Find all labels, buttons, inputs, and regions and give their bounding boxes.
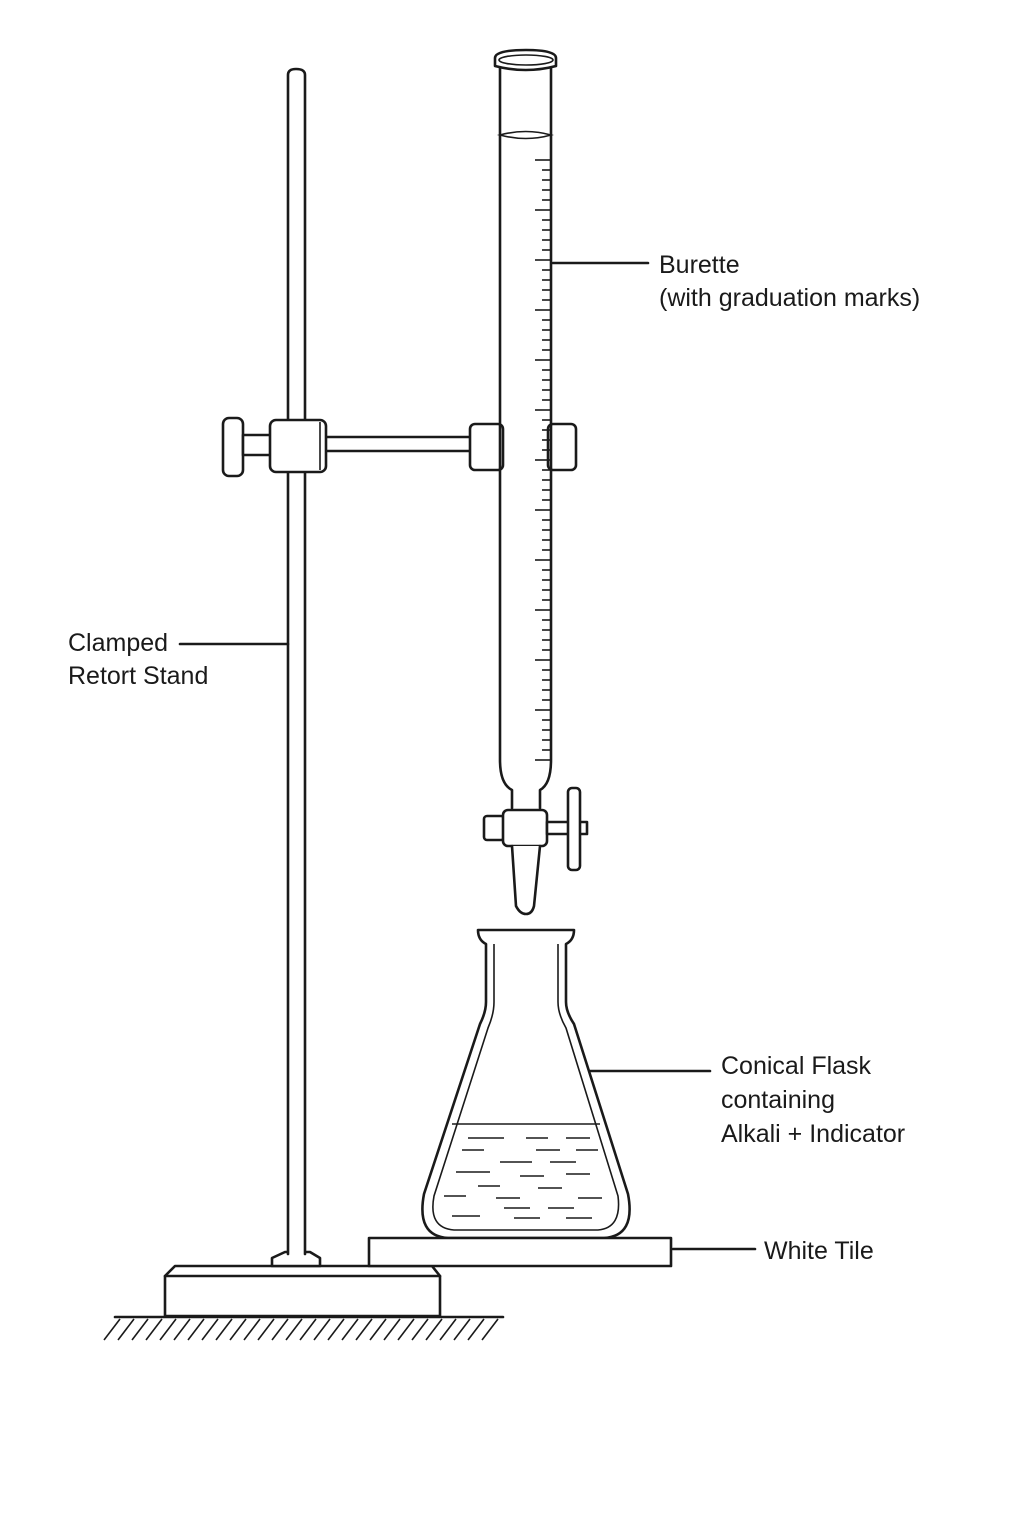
hatch-stroke [201,1318,219,1341]
hatch-stroke [313,1318,331,1341]
hatch-stroke [173,1318,191,1341]
hatch-stroke [467,1318,485,1341]
burette-label: Burette [659,251,740,279]
stand-rod [286,67,307,1256]
hatch-stroke [299,1318,317,1341]
hatch-stroke [453,1318,471,1341]
hatch-stroke [271,1318,289,1341]
hatch-stroke [355,1318,373,1341]
hatch-stroke [145,1318,163,1341]
stand-base [163,1250,442,1318]
hatch-stroke [187,1318,205,1341]
hatch-stroke [439,1318,457,1341]
hatch-stroke [215,1318,233,1341]
ground-hatching [103,1318,499,1341]
hatch-stroke [425,1318,443,1341]
tile-label: White Tile [764,1237,874,1265]
flask-label-line3: Alkali + Indicator [721,1120,905,1148]
hatch-stroke [131,1318,149,1341]
hatch-stroke [159,1318,177,1341]
burette [482,48,589,916]
flask-label-line2: containing [721,1086,835,1114]
conical-flask [421,928,631,1240]
hatch-stroke [341,1318,359,1341]
hatch-stroke [369,1318,387,1341]
clamp [221,416,578,478]
leader-lines [178,261,757,1251]
hatch-stroke [397,1318,415,1341]
hatch-stroke [383,1318,401,1341]
hatch-stroke [117,1318,135,1341]
ground [103,1315,505,1341]
burette-sublabel: (with graduation marks) [659,284,920,312]
hatch-stroke [481,1318,499,1341]
white-tile [367,1236,673,1268]
hatch-stroke [257,1318,275,1341]
hatch-stroke [411,1318,429,1341]
hatch-stroke [103,1318,121,1341]
hatch-stroke [243,1318,261,1341]
stand-label-line2: Retort Stand [68,662,208,690]
hatch-stroke [285,1318,303,1341]
flask-liquid-dashes [444,1137,602,1219]
graduation-marks [535,159,551,761]
hatch-stroke [229,1318,247,1341]
stand-label-line1: Clamped [68,629,168,657]
hatch-stroke [327,1318,345,1341]
flask-label-line1: Conical Flask [721,1052,872,1080]
